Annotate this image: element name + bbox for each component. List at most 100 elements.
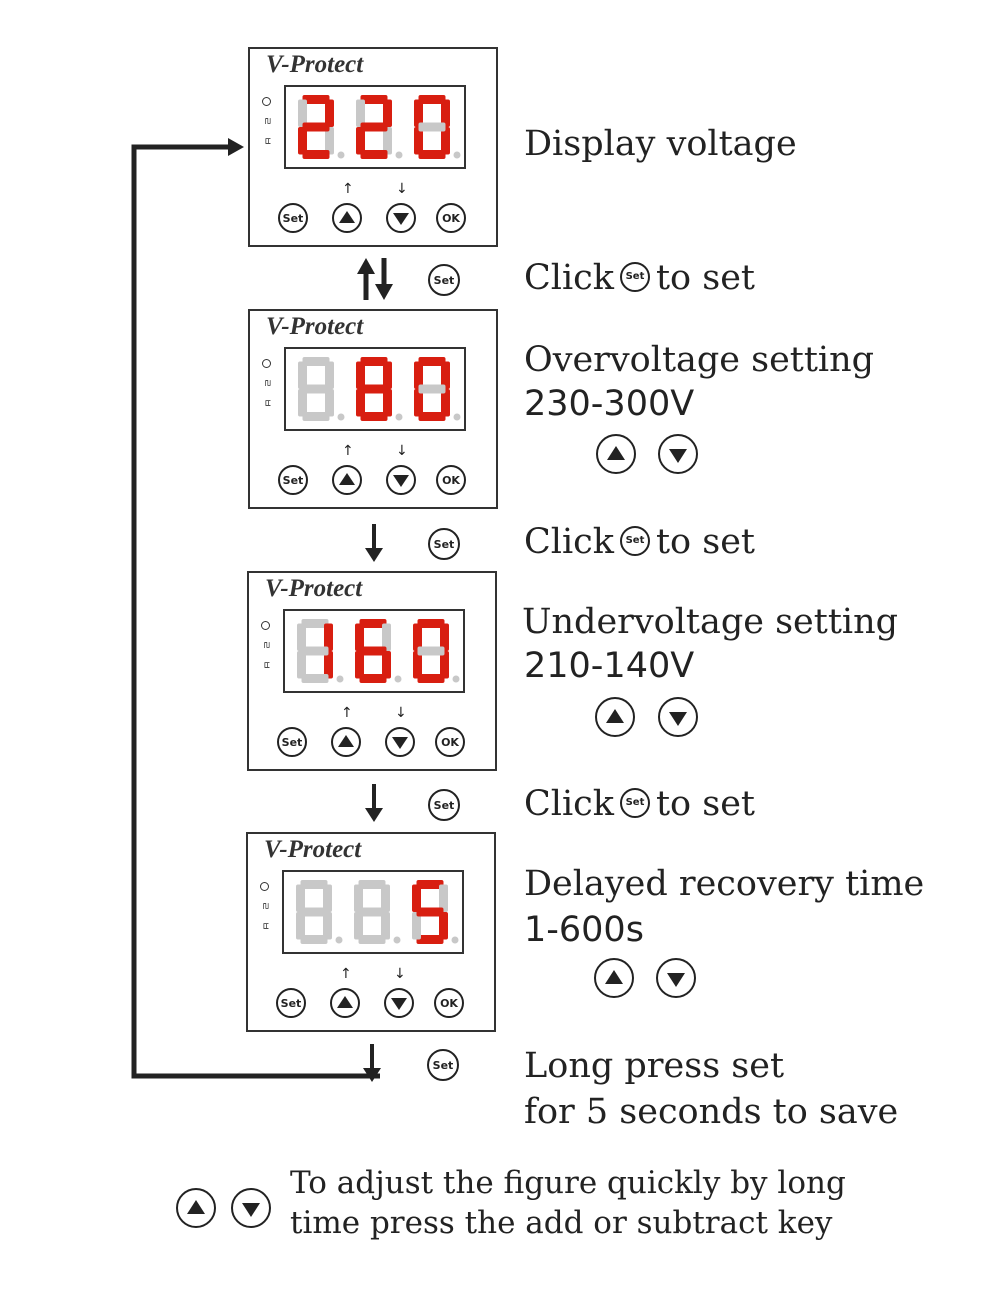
set-button[interactable]: Set bbox=[277, 727, 307, 757]
panel-buttons: Set↑↓OK bbox=[278, 181, 478, 237]
segment-d bbox=[416, 935, 444, 944]
set-button[interactable]: Set bbox=[276, 988, 306, 1018]
inline-set-icon: Set bbox=[619, 261, 650, 292]
display-screen bbox=[284, 347, 466, 431]
decimal-point bbox=[395, 151, 403, 159]
segment-b bbox=[324, 623, 333, 651]
step-label-display: Display voltage bbox=[524, 124, 797, 164]
down-button[interactable] bbox=[385, 727, 415, 757]
brand-label: V-Protect bbox=[264, 836, 362, 863]
segment-e bbox=[412, 912, 421, 940]
segment-c bbox=[325, 389, 334, 417]
decimal-point bbox=[337, 151, 345, 159]
segment-f bbox=[298, 361, 307, 389]
segment-c bbox=[383, 127, 392, 155]
segment-b bbox=[382, 623, 391, 651]
brand-label: V-Protect bbox=[266, 51, 364, 78]
up-tick-icon: ↑ bbox=[340, 966, 352, 982]
footer-line-2: time press the add or subtract key bbox=[290, 1205, 833, 1241]
set-button-step-1: Set bbox=[428, 264, 460, 296]
segment-c bbox=[381, 912, 390, 940]
segment-c bbox=[382, 651, 391, 679]
segment-a bbox=[302, 95, 330, 104]
decimal-point bbox=[337, 413, 345, 421]
decimal-point bbox=[336, 675, 344, 683]
segment-e bbox=[298, 389, 307, 417]
segment-g bbox=[360, 122, 388, 132]
segment-g bbox=[301, 646, 329, 656]
segment-a bbox=[360, 95, 388, 104]
segment-g bbox=[302, 122, 330, 132]
segment-f bbox=[414, 361, 423, 389]
brand-label: V-Protect bbox=[266, 313, 364, 340]
decimal-point bbox=[452, 675, 460, 683]
step-range-overvoltage: 230-300V bbox=[524, 384, 695, 424]
panel-buttons: Set↑↓OK bbox=[278, 443, 478, 499]
seven-segment-display bbox=[296, 880, 459, 944]
segment-f bbox=[297, 623, 306, 651]
segment-d bbox=[417, 674, 445, 683]
status-led-icon bbox=[260, 882, 269, 891]
segment-d bbox=[360, 150, 388, 159]
down-button[interactable] bbox=[386, 465, 416, 495]
segment-a bbox=[417, 619, 445, 628]
segment-g bbox=[359, 646, 387, 656]
step-label-undervoltage: Undervoltage setting bbox=[522, 602, 899, 642]
display-screen bbox=[282, 870, 464, 954]
segment-b bbox=[439, 884, 448, 912]
down-tick-icon: ↓ bbox=[395, 705, 407, 721]
segment-f bbox=[356, 361, 365, 389]
up-button[interactable] bbox=[330, 988, 360, 1018]
down-tick-icon: ↓ bbox=[396, 181, 408, 197]
segment-a bbox=[418, 95, 446, 104]
set-button-step-2: Set bbox=[428, 528, 460, 560]
step-label-overvoltage: Overvoltage setting bbox=[524, 340, 875, 380]
segment-g bbox=[300, 907, 328, 917]
segment-e bbox=[355, 651, 364, 679]
ok-button[interactable]: OK bbox=[434, 988, 464, 1018]
up-button-undervoltage bbox=[595, 697, 635, 737]
down-button-undervoltage bbox=[658, 697, 698, 737]
up-button[interactable] bbox=[331, 727, 361, 757]
segment-a bbox=[300, 880, 328, 889]
up-button-delay bbox=[594, 958, 634, 998]
segment-f bbox=[412, 884, 421, 912]
segment-c bbox=[324, 651, 333, 679]
ok-button[interactable]: OK bbox=[436, 203, 466, 233]
down-button[interactable] bbox=[384, 988, 414, 1018]
up-button[interactable] bbox=[332, 203, 362, 233]
segment-f bbox=[296, 884, 305, 912]
decimal-point bbox=[453, 151, 461, 159]
segment-e bbox=[414, 389, 423, 417]
segment-a bbox=[416, 880, 444, 889]
set-button[interactable]: Set bbox=[278, 465, 308, 495]
segment-f bbox=[298, 99, 307, 127]
segment-d bbox=[301, 674, 329, 683]
up-button[interactable] bbox=[332, 465, 362, 495]
decimal-point bbox=[395, 413, 403, 421]
segment-c bbox=[323, 912, 332, 940]
panel-buttons: Set↑↓OK bbox=[276, 966, 476, 1022]
up-tick-icon: ↑ bbox=[342, 443, 354, 459]
down-button[interactable] bbox=[386, 203, 416, 233]
segment-a bbox=[302, 357, 330, 366]
segment-a bbox=[360, 357, 388, 366]
segment-b bbox=[325, 99, 334, 127]
ok-button[interactable]: OK bbox=[436, 465, 466, 495]
decimal-point bbox=[393, 936, 401, 944]
status-led-icon bbox=[261, 621, 270, 630]
status-led-icon bbox=[262, 97, 271, 106]
ok-button[interactable]: OK bbox=[435, 727, 465, 757]
segment-e bbox=[297, 651, 306, 679]
segment-d bbox=[302, 412, 330, 421]
segment-d bbox=[418, 150, 446, 159]
set-button[interactable]: Set bbox=[278, 203, 308, 233]
